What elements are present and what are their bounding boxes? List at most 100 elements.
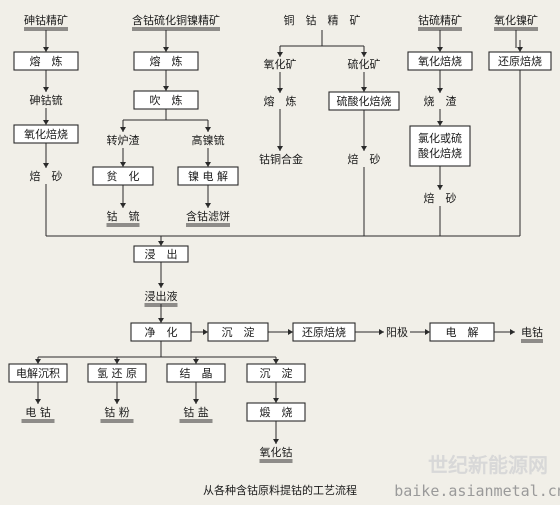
node-matte-arsenic: 砷钴锍 <box>30 93 63 107</box>
node-box <box>133 51 199 71</box>
arrowhead <box>158 318 164 323</box>
arrowhead <box>379 329 384 335</box>
arrowhead <box>114 359 120 364</box>
node-smelt2: 熔 炼 <box>133 51 199 71</box>
node-label: 焙 砂 <box>424 191 457 205</box>
arrowhead <box>43 87 49 92</box>
node-label: 硫酸化焙烧 <box>337 94 392 108</box>
node-ore-nio: 氧化镍矿 <box>494 13 538 27</box>
node-box <box>246 363 306 383</box>
arrowhead <box>120 162 126 167</box>
node-product-salt: 钴 盐 <box>183 405 209 419</box>
node-label: 焙 砂 <box>348 152 381 166</box>
node-label: 熔 炼 <box>30 54 63 68</box>
node-label: 氧化钴 <box>260 445 293 459</box>
node-product-powder: 钴 粉 <box>104 405 130 419</box>
arrowhead <box>437 47 443 52</box>
node-label: 砷钴锍 <box>30 93 63 107</box>
arrowhead <box>158 241 164 246</box>
node-label: 电解沉积 <box>16 366 60 380</box>
node-label: 钴铜合金 <box>259 152 303 166</box>
arrowhead <box>273 359 279 364</box>
node-impoverish: 贫 化 <box>92 166 154 186</box>
node-reduce-roast2: 还原焙烧 <box>292 322 356 342</box>
node-box <box>246 402 306 422</box>
node-box <box>207 322 269 342</box>
node-box <box>13 51 79 71</box>
node-converter-slag: 转炉渣 <box>107 133 140 147</box>
node-box <box>407 51 473 71</box>
node-label: 沉 淀 <box>222 325 255 339</box>
node-box <box>429 322 495 342</box>
arrowhead <box>517 47 523 52</box>
arrowhead <box>205 162 211 167</box>
arrowhead <box>361 52 367 57</box>
node-box <box>292 322 356 342</box>
node-crystallize: 结 晶 <box>166 363 226 383</box>
arrowhead <box>163 47 169 52</box>
node-label: 钴 锍 <box>107 209 140 223</box>
arrowhead <box>425 329 430 335</box>
arrowhead <box>361 146 367 151</box>
node-label: 氧化镍矿 <box>494 13 538 27</box>
node-label: 贫 化 <box>107 169 140 183</box>
arrowhead <box>273 398 279 403</box>
node-label-part: 酸化焙烧 <box>418 146 462 160</box>
arrowhead <box>158 283 164 288</box>
node-label: 氧化焙烧 <box>24 127 68 141</box>
node-label: 硫化矿 <box>348 57 381 71</box>
arrowhead <box>114 399 120 404</box>
node-label: 转炉渣 <box>107 133 140 147</box>
node-oxide-ore: 氧化矿 <box>264 57 297 71</box>
node-box <box>177 166 239 186</box>
node-label: 钴 盐 <box>183 405 209 419</box>
node-box <box>328 91 400 111</box>
arrowhead <box>277 146 283 151</box>
node-label: 沉 淀 <box>260 366 293 380</box>
arrowhead <box>205 127 211 132</box>
node-label: 砷钴精矿 <box>24 13 68 27</box>
node-anode: 阳极 <box>386 325 408 339</box>
node-coco-alloy: 钴铜合金 <box>259 152 303 166</box>
watermark-url: baike.asianmetal.cn <box>394 482 560 500</box>
node-product-oxide: 氧化钴 <box>260 445 293 459</box>
arrowhead <box>193 399 199 404</box>
node-label: 含钴硫化铜镍精矿 <box>132 13 220 27</box>
arrowhead <box>273 439 279 444</box>
node-electrowin: 电解沉积 <box>8 363 68 383</box>
node-label: 电钴 <box>521 325 543 339</box>
node-reduce-roast: 还原焙烧 <box>488 51 552 71</box>
watermark-cn: 世纪新能源网 <box>428 453 548 477</box>
arrowhead <box>437 121 443 126</box>
node-smelt1: 熔 炼 <box>13 51 79 71</box>
node-box <box>409 125 471 167</box>
flow-nodes: 砷钴精矿熔 炼砷钴锍氧化焙烧焙 砂含钴硫化铜镍精矿熔 炼吹 炼转炉渣高镍锍贫 化… <box>8 13 552 459</box>
connector-lines <box>21 27 543 463</box>
arrowhead <box>203 329 208 335</box>
arrowhead <box>277 88 283 93</box>
node-label: 熔 炼 <box>264 94 297 108</box>
node-label: 氧化矿 <box>264 57 297 71</box>
arrowhead <box>163 86 169 91</box>
node-high-ni-matte: 高镍锍 <box>192 133 225 147</box>
node-box <box>130 322 192 342</box>
node-label: 镍 电 解 <box>188 169 228 183</box>
node-box <box>133 90 199 110</box>
node-h2-reduce: 氢 还 原 <box>87 363 147 383</box>
node-roast-ox2: 氧化焙烧 <box>407 51 473 71</box>
arrowhead <box>43 120 49 125</box>
node-label: 氧化焙烧 <box>418 54 462 68</box>
node-box <box>92 166 154 186</box>
node-precipitate: 沉 淀 <box>207 322 269 342</box>
node-purify: 净 化 <box>130 322 192 342</box>
node-label: 浸 出 <box>145 247 178 261</box>
arrowhead <box>437 88 443 93</box>
arrowhead <box>120 127 126 132</box>
node-label: 焙 砂 <box>30 169 63 183</box>
node-box <box>133 245 189 263</box>
node-roast-ox1: 氧化焙烧 <box>13 124 79 144</box>
node-label: 净 化 <box>145 325 178 339</box>
